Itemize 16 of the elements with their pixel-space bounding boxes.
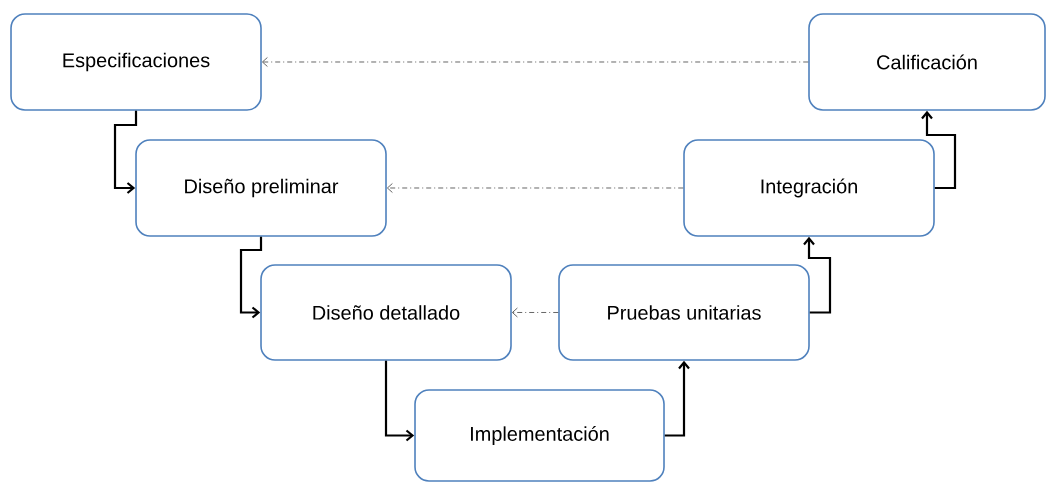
- arrow: [512, 307, 559, 318]
- process-box: Calificación: [808, 13, 1046, 111]
- process-box: Pruebas unitarias: [558, 264, 810, 361]
- arrow: [262, 57, 809, 67]
- arrow: [387, 183, 684, 193]
- arrow: [384, 360, 415, 442]
- process-box: Implementación: [414, 389, 665, 482]
- process-box: Diseño preliminar: [135, 139, 387, 237]
- arrow: [803, 236, 832, 314]
- arrow: [921, 110, 957, 190]
- arrow: [664, 360, 690, 437]
- process-box: Diseño detallado: [260, 264, 512, 361]
- process-box: Integración: [683, 139, 935, 237]
- arrow: [239, 236, 263, 319]
- process-box: Especificaciones: [10, 13, 262, 111]
- arrow: [113, 110, 138, 194]
